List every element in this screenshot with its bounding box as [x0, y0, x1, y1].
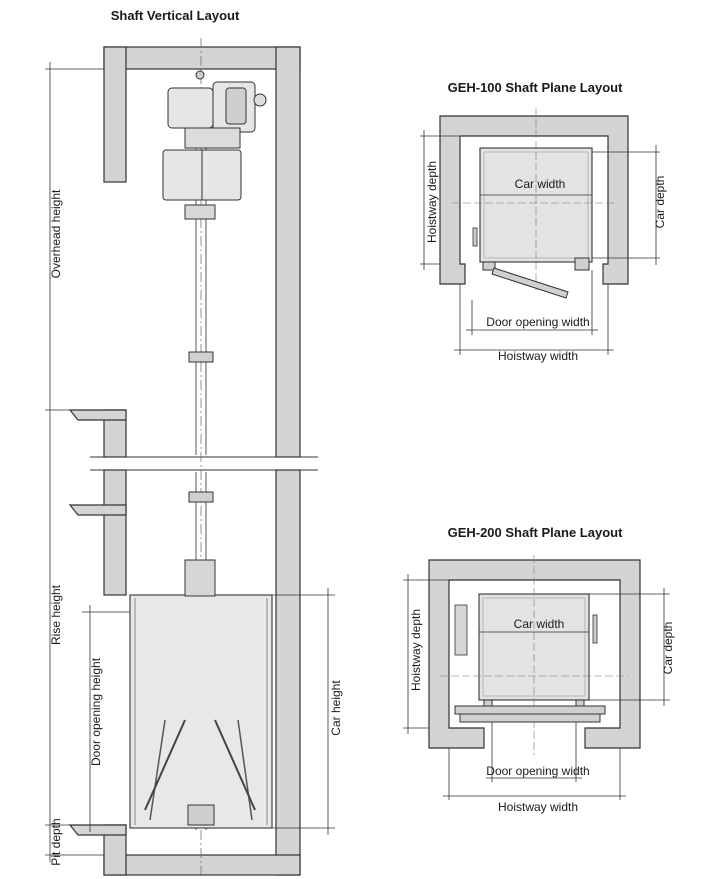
shaft-vertical-layout: Shaft Vertical Layout	[45, 8, 343, 879]
geh100-swing-door	[482, 257, 590, 299]
geh100-car-width-label: Car width	[515, 177, 566, 191]
geh200-sliding-door	[454, 699, 606, 723]
rise-height-label: Rise height	[49, 584, 63, 645]
geh100-car-depth-label: Car depth	[653, 176, 667, 229]
car-height-label: Car height	[329, 680, 343, 736]
geh200-hoistway-width-label: Hoistway width	[498, 800, 578, 814]
geh100-hoistway-depth-label: Hoistway depth	[425, 161, 439, 243]
geh200-car-depth-label: Car depth	[661, 622, 675, 675]
geh100-dimensions	[420, 130, 660, 355]
geh100-walls	[439, 115, 629, 285]
elevator-car	[129, 559, 273, 829]
vertical-title: Shaft Vertical Layout	[111, 8, 240, 23]
landing-stubs	[68, 409, 127, 836]
geh200-title: GEH-200 Shaft Plane Layout	[448, 525, 623, 540]
pit-depth-label: Pit depth	[49, 818, 63, 865]
geh100-hoistway-width-label: Hoistway width	[498, 349, 578, 363]
geh100-title: GEH-100 Shaft Plane Layout	[448, 80, 623, 95]
traction-machine	[162, 70, 267, 220]
geh200-hoistway-depth-label: Hoistway depth	[409, 609, 423, 691]
geh100-door-opening-width-label: Door opening width	[486, 315, 589, 329]
vertical-dimensions-right	[272, 588, 335, 835]
geh200-plane-layout: GEH-200 Shaft Plane Layout	[403, 525, 675, 814]
geh100-plane-layout: GEH-100 Shaft Plane Layout	[420, 80, 667, 363]
door-opening-height-label: Door opening height	[89, 657, 103, 766]
geh200-door-opening-width-label: Door opening width	[486, 764, 589, 778]
geh200-walls	[428, 559, 641, 749]
geh200-car-width-label: Car width	[514, 617, 565, 631]
geh200-dimensions	[403, 574, 670, 800]
overhead-height-label: Overhead height	[49, 189, 63, 278]
vertical-dimensions-left	[45, 62, 130, 862]
shaft-walls	[103, 46, 301, 876]
